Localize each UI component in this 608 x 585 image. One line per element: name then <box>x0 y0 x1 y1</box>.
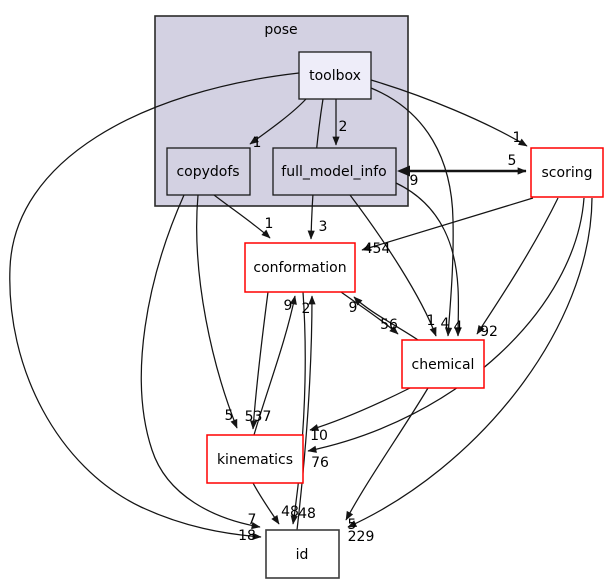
edge-label: 5 <box>225 408 234 424</box>
node-scoring[interactable]: scoring <box>530 147 604 198</box>
node-conformation-box[interactable] <box>244 242 356 293</box>
node-chemical-label[interactable]: chemical <box>412 357 475 373</box>
node-scoring-label[interactable]: scoring <box>542 165 593 181</box>
node-scoring-box[interactable] <box>530 147 604 198</box>
edges <box>9 72 593 540</box>
node-toolbox[interactable]: toolbox <box>298 51 372 100</box>
edge-full_model_info-chemical <box>349 194 437 337</box>
edge-copydofs-kinematics <box>196 194 238 429</box>
node-id-box[interactable] <box>265 529 340 579</box>
edge-chemical-kinematics <box>309 387 411 431</box>
edge-label: 537 <box>245 409 272 425</box>
edge-scoring-conformation <box>361 197 534 252</box>
edge-scoring-id <box>347 197 593 528</box>
edge-chemical-id <box>345 387 429 521</box>
edge-label: 9 <box>284 298 293 314</box>
edge-label: 4 <box>441 316 450 332</box>
nodes: toolbox copydofs full_model_info scoring… <box>166 51 604 579</box>
edge-label: 1 <box>427 313 436 329</box>
edge-label: 2 <box>339 119 348 135</box>
node-full-model-info[interactable]: full_model_info <box>272 147 397 196</box>
edge-copydofs-id <box>140 194 261 530</box>
edge-toolbox-copydofs <box>249 98 307 145</box>
node-id[interactable]: id <box>265 529 340 579</box>
node-id-label[interactable]: id <box>296 547 309 563</box>
edge-scoring-full_model_info-arrowhead <box>397 165 410 177</box>
node-conformation-label[interactable]: conformation <box>253 260 346 276</box>
edge-label: 454 <box>364 241 391 257</box>
edge-scoring-kinematics <box>307 197 585 453</box>
edge-label: 56 <box>380 317 398 333</box>
node-kinematics[interactable]: kinematics <box>206 434 304 484</box>
edge-conformation-kinematics <box>250 291 269 430</box>
edge-toolbox-scoring <box>370 79 528 147</box>
edge-label: 48 <box>298 506 316 522</box>
node-chemical-box[interactable] <box>401 339 485 389</box>
edge-chemical-conformation <box>353 296 419 341</box>
edge-label: 10 <box>310 428 328 444</box>
edge-label: 18 <box>238 528 256 544</box>
edge-label: 92 <box>480 324 498 340</box>
edge-label: 9 <box>410 173 419 189</box>
edge-label: 4 <box>454 319 463 335</box>
edge-label: 5 <box>348 517 357 533</box>
edge-label: 5 <box>508 153 517 169</box>
node-copydofs-label[interactable]: copydofs <box>176 164 239 180</box>
edge-id-conformation <box>296 295 316 531</box>
edge-kinematics-id <box>252 482 280 525</box>
edge-scoring-chemical <box>476 197 559 335</box>
edge-label: 7 <box>248 512 257 528</box>
edge-copydofs-conformation <box>213 194 271 239</box>
edge-label: 9 <box>349 300 358 316</box>
node-chemical[interactable]: chemical <box>401 339 485 389</box>
cluster-pose-label: pose <box>264 22 297 38</box>
edge-kinematics-conformation <box>253 295 297 436</box>
edge-labels: 1 2 1 5 9 1 3 454 9 2 9 56 1 4 4 92 5 53… <box>225 119 522 545</box>
node-toolbox-box[interactable] <box>298 51 372 100</box>
edge-conformation-chemical <box>340 291 399 335</box>
edge-conformation-id <box>290 291 306 525</box>
edge-label: 1 <box>265 216 274 232</box>
edge-label: 1 <box>253 135 262 151</box>
edge-copydofs-chemical <box>395 182 462 337</box>
edge-label: 2 <box>302 301 311 317</box>
node-conformation[interactable]: conformation <box>244 242 356 293</box>
edge-toolbox-chemical <box>370 87 454 337</box>
node-toolbox-label[interactable]: toolbox <box>309 68 361 84</box>
edge-label: 1 <box>513 130 522 146</box>
edge-label: 76 <box>311 455 329 471</box>
edge-label: 48 <box>281 504 299 520</box>
node-copydofs-box[interactable] <box>166 147 251 196</box>
edge-toolbox-id <box>9 72 300 540</box>
node-copydofs[interactable]: copydofs <box>166 147 251 196</box>
node-full-model-info-label[interactable]: full_model_info <box>281 164 386 180</box>
node-kinematics-box[interactable] <box>206 434 304 484</box>
node-full-model-info-box[interactable] <box>272 147 397 196</box>
edge-label: 3 <box>319 219 328 235</box>
node-kinematics-label[interactable]: kinematics <box>217 452 293 468</box>
edge-label: 229 <box>348 529 375 545</box>
